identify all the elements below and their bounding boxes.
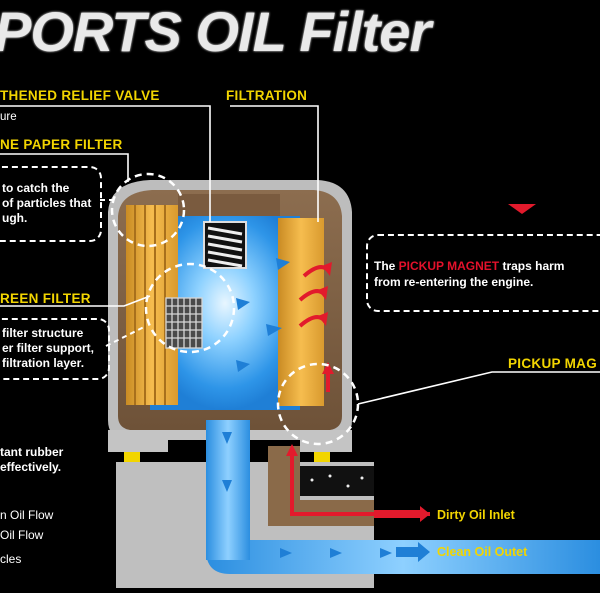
rubber-note-line-2: effectively. bbox=[0, 460, 62, 474]
paper-note-line-3: ugh. bbox=[2, 211, 28, 225]
paper-note-line-1: to catch the bbox=[2, 181, 70, 195]
base-plate bbox=[108, 430, 352, 452]
label-pickup-magnet: PICKUP MAG bbox=[508, 356, 598, 371]
relief-valve-spring bbox=[203, 221, 247, 269]
right-filter-element bbox=[278, 218, 324, 406]
magnet-callout-line-2: from re-entering the engine. bbox=[374, 275, 534, 289]
label-relief-valve: THENED RELIEF VALVE bbox=[0, 88, 160, 103]
label-filtration: FILTRATION bbox=[226, 88, 308, 103]
screen-note-line-2: er filter support, bbox=[2, 341, 95, 355]
dirty-inlet-legend-arrow bbox=[374, 506, 430, 522]
rubber-note-line-1: tant rubber bbox=[0, 445, 64, 459]
screen-filter-callout bbox=[0, 318, 110, 380]
page-title: PORTS OIL Filter bbox=[0, 0, 431, 63]
paper-filter-element bbox=[126, 205, 178, 405]
legend-item-3: cles bbox=[0, 552, 22, 566]
magnet-callout-highlight: PICKUP MAGNET bbox=[398, 259, 500, 273]
magnet-callout-line-1: The PICKUP MAGNET traps harm bbox=[374, 259, 564, 274]
label-paper-filter: NE PAPER FILTER bbox=[0, 137, 123, 152]
clean-flow-arrows bbox=[222, 258, 392, 558]
clean-outlet-legend-arrow bbox=[396, 542, 430, 562]
right-gasket bbox=[314, 452, 330, 464]
paper-note-line-2: of particles that bbox=[2, 196, 92, 210]
legend-item-2: Oil Flow bbox=[0, 528, 44, 542]
leader-lines bbox=[0, 105, 600, 405]
screen-note-line-3: filtration layer. bbox=[2, 356, 85, 370]
paper-filter-callout bbox=[0, 166, 102, 242]
clean-oil-outlet-label: Clean Oil Outet bbox=[437, 545, 528, 559]
pickup-magnet-callout bbox=[366, 234, 600, 312]
magnet-callout-prefix: The bbox=[374, 259, 399, 273]
magnet-callout-suffix: traps harm bbox=[499, 259, 565, 273]
screen-mesh bbox=[165, 297, 203, 349]
relief-valve-note: ure bbox=[0, 111, 17, 123]
label-screen-filter: REEN FILTER bbox=[0, 291, 91, 306]
dirty-oil-channel bbox=[268, 446, 374, 526]
dirty-oil-inlet-label: Dirty Oil Inlet bbox=[437, 508, 515, 522]
top-plate bbox=[178, 194, 280, 216]
left-gasket bbox=[124, 452, 140, 464]
screen-note-line-1: filter structure bbox=[2, 326, 84, 340]
legend-item-1: n Oil Flow bbox=[0, 508, 54, 522]
